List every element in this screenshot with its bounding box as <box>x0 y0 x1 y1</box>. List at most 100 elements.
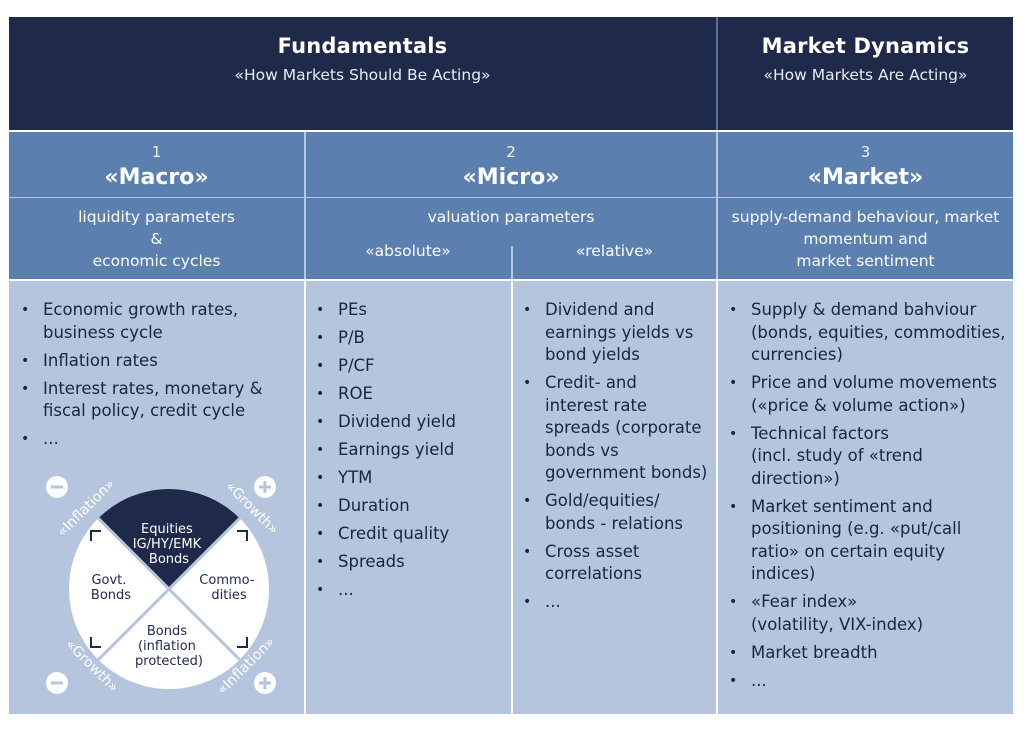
column-divider <box>716 281 718 714</box>
market-list: Supply & demand bahviour(bonds, equities… <box>726 299 1013 698</box>
govt-bonds-label: Govt. Bonds <box>91 573 131 603</box>
list-item-line: Credit quality <box>338 524 450 543</box>
relative-list-item: Cross asset correlations <box>520 541 716 586</box>
column-divider <box>716 132 718 197</box>
market-content: Supply & demand bahviour(bonds, equities… <box>718 281 1013 714</box>
absolute-list: PEsP/B P/CF ROE Dividend yieldEarnings yiel… <box>313 299 508 607</box>
list-item-line: ... <box>338 580 354 599</box>
absolute-list-item: Dividend yield <box>313 411 508 434</box>
list-item-line: (volatility, VIX-index) <box>751 614 924 634</box>
subcolumn-divider <box>511 281 513 714</box>
list-item-line: («price & volume action») <box>751 395 966 415</box>
plus-icon <box>254 476 276 498</box>
bracket-mark <box>90 530 101 541</box>
absolute-list-item: Spreads <box>313 551 508 574</box>
minus-icon <box>46 476 68 498</box>
macro-list-item: Inflation rates <box>18 350 298 373</box>
list-item-line: Spreads <box>338 552 405 571</box>
list-item-line: Economic growth rates, <box>43 300 239 319</box>
list-item-line: Dividend and <box>545 300 655 319</box>
relative-list-item: Dividend and earnings yields vs bond yield… <box>520 299 716 367</box>
asset-wheel-graphic: Equities IG/HY/EMK Bonds Govt. Bonds Com… <box>46 476 281 698</box>
macro-number: 1 <box>151 143 162 161</box>
list-item-line: Interest rates, monetary & <box>43 378 263 398</box>
list-item-line: Supply & demand bahviour <box>751 300 977 319</box>
list-item-line: fiscal policy, credit cycle <box>43 401 246 420</box>
list-item-line: Cross asset <box>545 541 640 561</box>
relative-subheading: «relative» <box>575 242 654 260</box>
equities-quadrant <box>98 489 240 589</box>
absolute-list-item: ROE <box>313 383 508 406</box>
micro-title: «Micro» <box>462 165 560 190</box>
header-divider <box>716 17 718 130</box>
market-number: 3 <box>860 143 871 161</box>
list-item-line: interest rate <box>545 395 648 415</box>
content-row: Economic growth rates, business cycleInfl… <box>9 279 1013 714</box>
list-item-line: spreads (corporate <box>545 418 702 437</box>
list-item-line: currencies) <box>751 345 843 364</box>
absolute-subheading: «absolute» <box>365 242 451 260</box>
micro-parameters: valuation parameters «absolute» «relativ… <box>305 198 717 280</box>
list-item-line: bond yields <box>545 345 640 364</box>
parameter-row: liquidity parameters & economic cycles v… <box>9 197 1013 280</box>
list-item-line: Technical factors <box>751 423 889 443</box>
column-title-row: 1 «Macro» 2 «Micro» 3 «Market» <box>9 130 1013 197</box>
list-item-line: ... <box>545 592 561 611</box>
wheel-divider <box>97 517 241 661</box>
bracket-mark <box>237 637 248 648</box>
list-item-line: Credit- and <box>545 373 637 392</box>
list-item-line: P/CF <box>338 356 375 375</box>
column-divider <box>304 132 306 197</box>
market-dynamics-subtitle: «How Markets Are Acting» <box>763 66 968 84</box>
list-item-line: direction») <box>751 468 840 488</box>
absolute-list-item: P/B <box>313 327 508 350</box>
list-item-line: Price and volume movements <box>751 373 997 392</box>
list-item-line: Market breadth <box>751 642 878 662</box>
market-list-item: Price and volume movements («price & volu… <box>726 372 1013 417</box>
macro-list-item: Economic growth rates, business cycle <box>18 299 298 344</box>
relative-content: Dividend and earnings yields vs bond yield… <box>512 281 717 714</box>
macro-column-heading: 1 «Macro» <box>9 132 304 197</box>
list-item-line: ratio» on certain equity <box>751 541 945 561</box>
list-item-line: (incl. study of «trend <box>751 446 923 465</box>
absolute-list-item: Earnings yield <box>313 439 508 462</box>
market-column-heading: 3 «Market» <box>718 132 1013 197</box>
relative-list-item: Gold/equities/bonds - relations <box>520 490 716 535</box>
list-item-line: PEs <box>338 300 367 319</box>
list-item-line: government bonds) <box>545 463 708 482</box>
list-item-line: business cycle <box>43 322 163 342</box>
list-item-line: Gold/equities/ <box>545 491 660 510</box>
market-list-item: Supply & demand bahviour(bonds, equities… <box>726 299 1013 367</box>
column-divider <box>304 281 306 714</box>
market-parameters: supply-demand behaviour, market momentum… <box>718 198 1013 279</box>
macro-param-line: & <box>150 230 163 248</box>
list-item-line: YTM <box>338 468 373 487</box>
column-divider <box>304 198 306 279</box>
framework-table: Fundamentals «How Markets Should Be Acti… <box>9 17 1013 714</box>
absolute-list-item: ... <box>313 579 508 602</box>
micro-param-line: valuation parameters <box>427 208 595 226</box>
market-list-item: ... <box>726 670 1013 693</box>
list-item-line: Inflation rates <box>43 350 158 370</box>
header-row: Fundamentals «How Markets Should Be Acti… <box>9 17 1013 130</box>
relative-list-item: ... <box>520 591 716 614</box>
list-item-line: correlations <box>545 564 643 583</box>
fundamentals-title: Fundamentals <box>277 34 448 58</box>
list-item-line: Dividend yield <box>338 412 456 431</box>
bracket-mark <box>90 637 101 648</box>
list-item-line: ... <box>751 670 767 690</box>
list-item-line: «Fear index» <box>751 592 858 611</box>
macro-param-line: economic cycles <box>92 252 221 270</box>
micro-column-heading: 2 «Micro» <box>305 132 717 197</box>
equities-label: Equities IG/HY/EMK Bonds <box>133 522 205 567</box>
macro-content: Economic growth rates, business cycleInfl… <box>9 281 304 714</box>
market-dynamics-header: Market Dynamics «How Markets Are Acting» <box>718 17 1013 130</box>
list-item-line: earnings yields vs <box>545 322 694 342</box>
column-divider <box>716 198 718 279</box>
plus-icon <box>254 672 276 694</box>
market-title: «Market» <box>807 165 924 190</box>
market-list-item: Market breadth <box>726 642 1013 665</box>
market-param-line: supply-demand behaviour, market <box>731 208 1000 226</box>
list-item-line: indices) <box>751 564 816 583</box>
